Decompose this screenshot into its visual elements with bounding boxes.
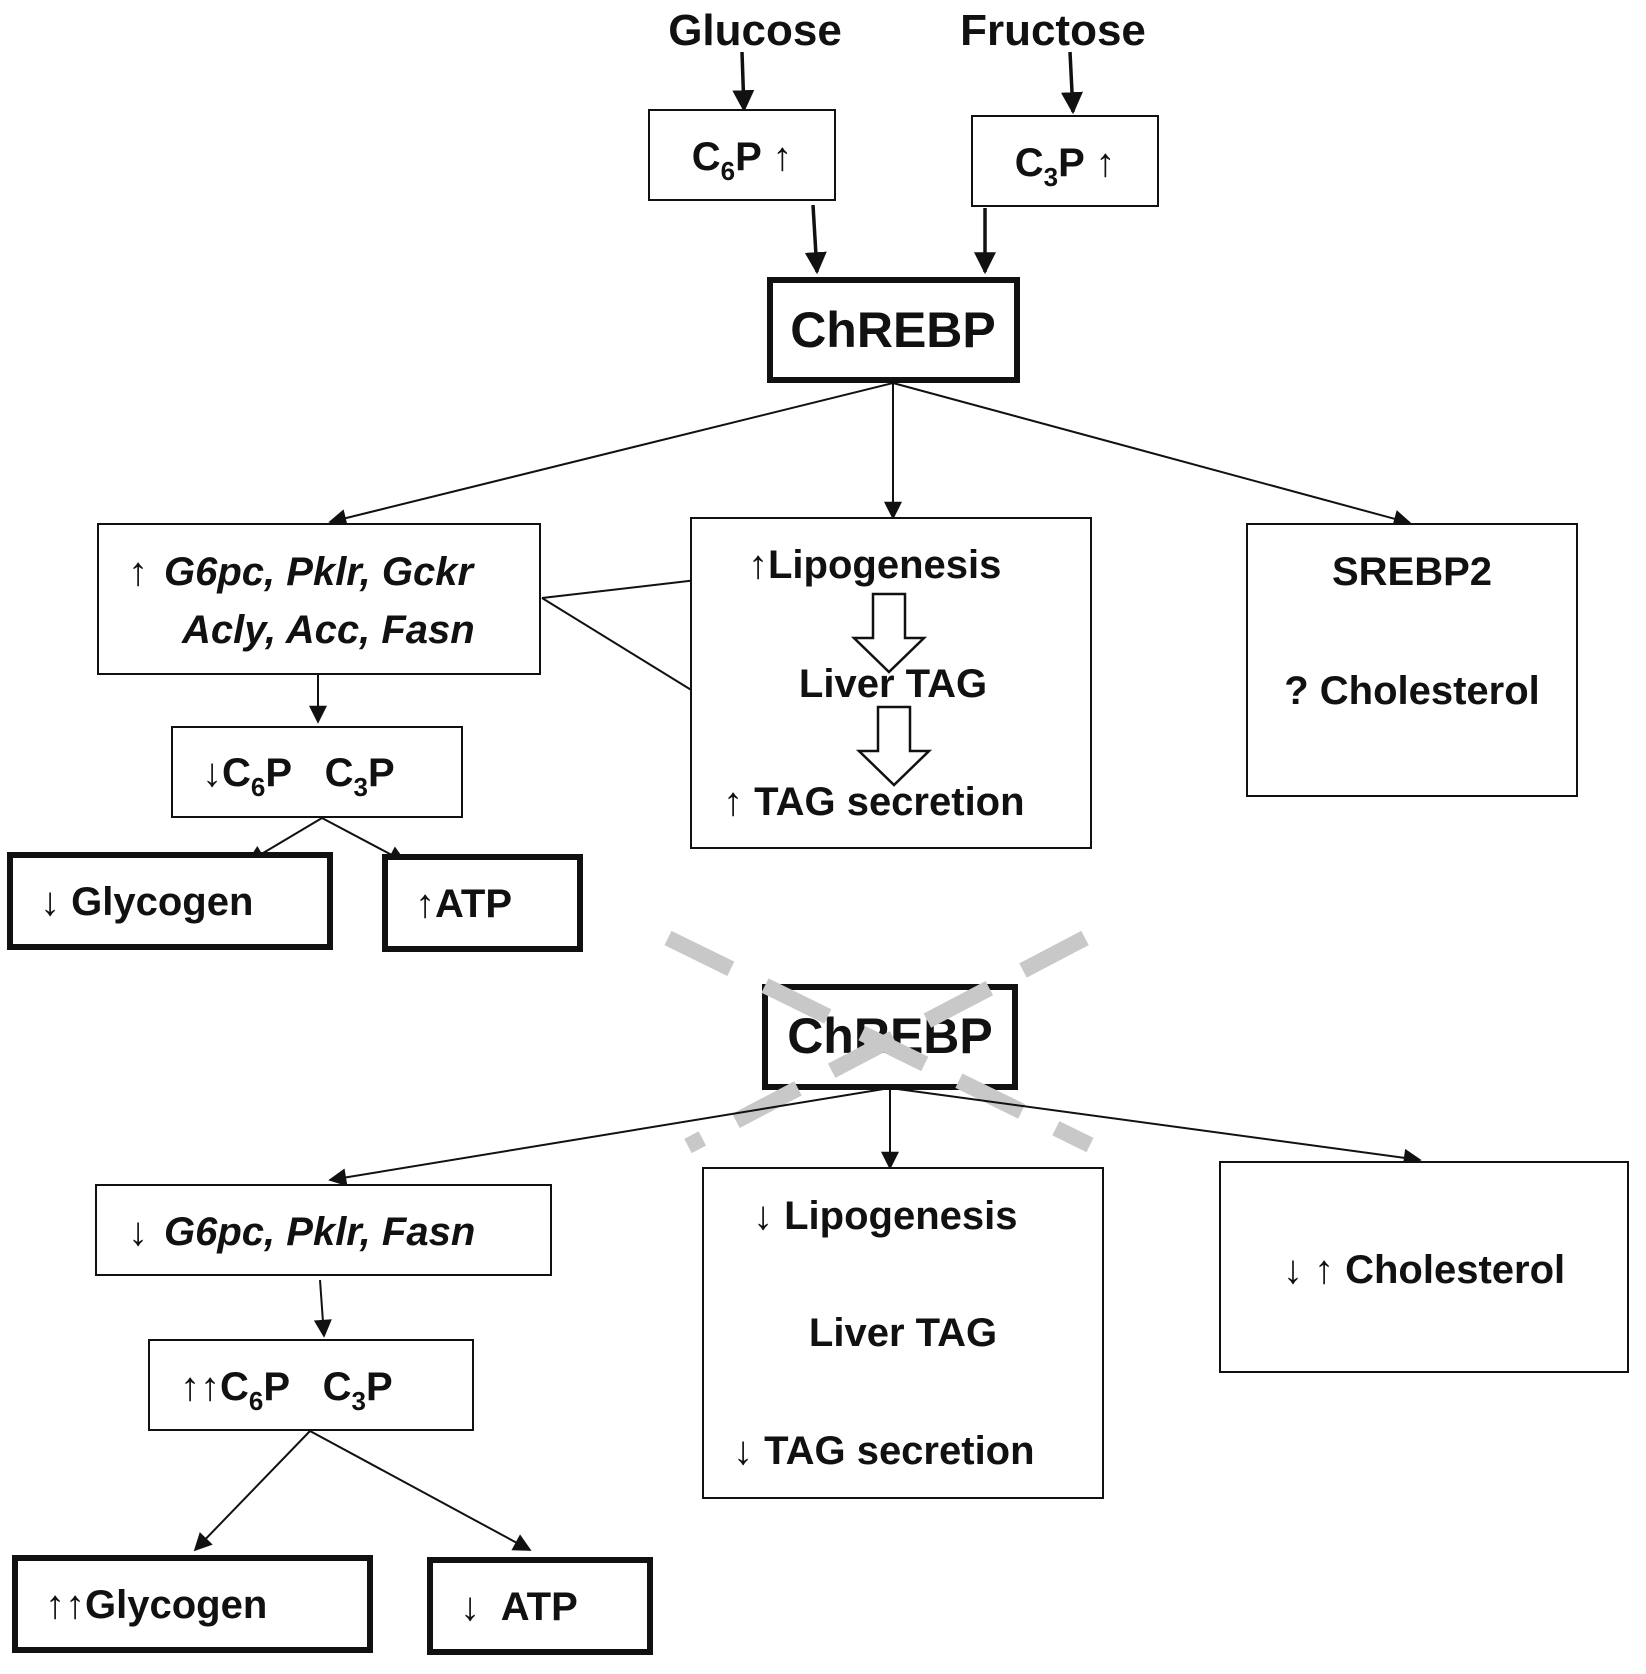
c6p-to-chrebp-arrow xyxy=(804,204,827,275)
srebp2-box xyxy=(1246,523,1578,797)
upper-glycogen-label: ↓ Glycogen xyxy=(40,880,253,924)
upper-atp-label: ↑ATP xyxy=(415,882,512,926)
upper-atp-box xyxy=(382,854,583,952)
chrebp-to-srebp2-arrow xyxy=(892,382,1412,528)
lower-atp-box xyxy=(427,1557,653,1655)
fructose-to-c3p-arrow xyxy=(1061,51,1083,115)
upper-genes-line2: Acly, Acc, Fasn xyxy=(181,608,475,652)
lower-glycogen-label: ↑↑Glycogen xyxy=(45,1583,267,1627)
lower-atp-label: ↓ ATP xyxy=(460,1585,578,1629)
upper-lipogenesis-box xyxy=(690,517,1092,849)
upper-liver-tag-label: Liver TAG xyxy=(799,662,987,706)
c3p-up-label: C3P ↑ xyxy=(1015,141,1115,192)
glucose-to-c6p-arrow xyxy=(732,51,755,113)
lower-genes-label: ↓G6pc, Pklr, Fasn xyxy=(128,1210,475,1254)
lower-tag-secretion-label: ↓ TAG secretion xyxy=(733,1429,1035,1473)
upper-lipogenesis-label: ↑Lipogenesis xyxy=(748,543,1001,587)
upper-genes-line1: ↑G6pc, Pklr, Gckr xyxy=(128,550,475,594)
upper-metabolites-box xyxy=(171,726,463,818)
chrebp-to-genes-arrow xyxy=(328,382,894,527)
upper-genes-box xyxy=(97,523,541,675)
lipogenesis-to-liver-tag-hollow-arrow xyxy=(850,592,928,674)
srebp2-label: SREBP2 xyxy=(1332,550,1492,594)
lower-genes-box xyxy=(95,1184,552,1276)
upper-tag-secretion-label: ↑ TAG secretion xyxy=(723,780,1025,824)
c6p-up-box xyxy=(648,109,836,201)
lower-lipogenesis-box xyxy=(702,1167,1104,1499)
chrebp-box xyxy=(767,277,1020,383)
lower-cholesterol-label: ↓ ↑ Cholesterol xyxy=(1283,1248,1565,1292)
knockout-to-genes-arrow xyxy=(328,1087,891,1187)
lower-cholesterol-box xyxy=(1219,1161,1629,1373)
lower-metabolites-to-atp-arrow xyxy=(309,1430,532,1551)
fructose-label: Fructose xyxy=(960,6,1146,55)
lower-metabolites-box xyxy=(148,1339,474,1431)
upper-cholesterol-label: ? Cholesterol xyxy=(1284,669,1540,713)
lower-genes-to-metabolites-arrow xyxy=(313,1279,332,1338)
lower-lipogenesis-label: ↓ Lipogenesis xyxy=(753,1194,1018,1238)
chrebp-label: ChREBP xyxy=(790,302,996,358)
lower-liver-tag-label: Liver TAG xyxy=(809,1311,997,1355)
lower-metabolites-label: ↑↑C6P C3P xyxy=(180,1365,393,1416)
lower-metabolites-to-glycogen-arrow xyxy=(193,1430,311,1552)
c6p-up-label: C6P ↑ xyxy=(692,135,792,186)
glucose-label: Glucose xyxy=(668,6,842,55)
knockout-cross-line-2 xyxy=(684,930,1089,1154)
liver-tag-to-tag-secretion-hollow-arrow xyxy=(855,705,933,787)
upper-metabolites-label: ↓C6P C3P xyxy=(202,751,395,802)
upper-glycogen-box xyxy=(7,852,333,950)
knockout-to-cholesterol-arrow xyxy=(889,1087,1422,1167)
lower-glycogen-box xyxy=(12,1555,373,1653)
c3p-up-box xyxy=(971,115,1159,207)
